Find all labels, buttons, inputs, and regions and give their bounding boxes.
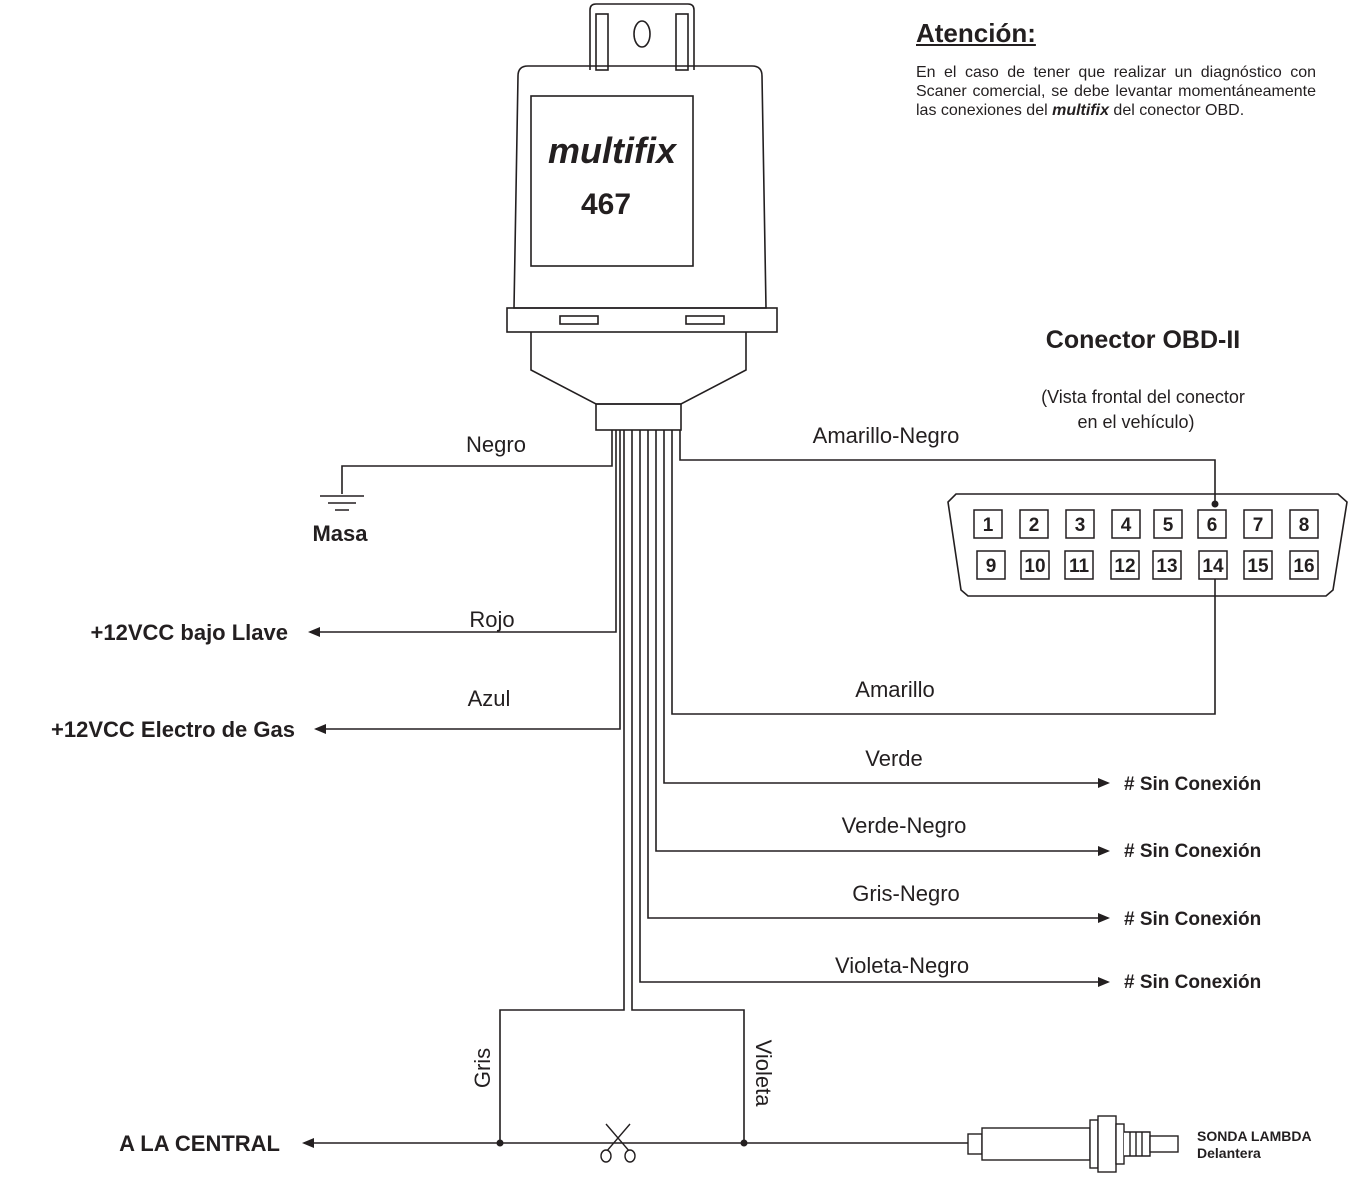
obd-pin-box-7	[1243, 509, 1273, 539]
wire-negro	[341, 430, 613, 494]
obd-pin-box-4	[1111, 509, 1141, 539]
ground-icon	[320, 495, 364, 511]
module-plug	[595, 403, 682, 431]
obd-pin-label-13: 13	[1156, 556, 1177, 577]
obd-pin-box-5	[1153, 509, 1183, 539]
target-central: A LA CENTRAL	[119, 1131, 280, 1156]
wire-rojo	[308, 430, 617, 637]
label-amarillo: Amarillo	[855, 677, 934, 702]
lambda-sensor-icon	[967, 1115, 1179, 1173]
splice-dot-violeta	[740, 1139, 748, 1147]
target-sonda-line2: Delantera	[1197, 1145, 1261, 1161]
obd-pin-label-6: 6	[1207, 515, 1218, 536]
module-brand-logo: multifix	[548, 130, 678, 171]
attention-text: En el caso de tener que realizar un diag…	[916, 63, 1316, 120]
obd-pin-label-9: 9	[986, 556, 997, 577]
obd-pin-label-1: 1	[983, 515, 994, 536]
wire-gris-negro	[647, 430, 1110, 923]
module-connector-neck	[530, 332, 747, 405]
obd-pin-box-2	[1019, 509, 1049, 539]
obd-connector-body	[947, 493, 1348, 597]
obd-pin-box-13	[1152, 550, 1182, 580]
scissors-icon	[600, 1123, 636, 1163]
label-amarillo-negro: Amarillo-Negro	[813, 423, 960, 448]
attention-note: Atención: En el caso de tener que realiz…	[916, 18, 1316, 120]
label-azul: Azul	[468, 686, 511, 711]
obd-pin-box-1	[973, 509, 1003, 539]
obd-pin-box-8	[1289, 509, 1319, 539]
obd-pin-label-8: 8	[1299, 515, 1310, 536]
target-electro-gas: +12VCC Electro de Gas	[51, 717, 295, 742]
attention-brand: multifix	[1052, 102, 1109, 119]
module-housing	[513, 65, 767, 309]
splice-dot-gris	[496, 1139, 504, 1147]
obd-pin-box-12	[1110, 550, 1140, 580]
obd-pin6-dot	[1211, 500, 1219, 508]
obd-pin-box-15	[1243, 550, 1273, 580]
wire-gris	[499, 430, 625, 1143]
obd-pin-box-6	[1197, 509, 1227, 539]
obd-pin-box-16	[1289, 550, 1319, 580]
target-sin-conexion-verde: # Sin Conexión	[1124, 774, 1261, 795]
obd-pin-box-10	[1020, 550, 1050, 580]
label-verde: Verde	[865, 746, 923, 771]
obd-pin-box-14	[1198, 550, 1228, 580]
wire-azul	[314, 430, 621, 734]
obd-pin-box-11	[1064, 550, 1094, 580]
obd-pin-label-2: 2	[1029, 515, 1040, 536]
label-rojo: Rojo	[469, 607, 514, 632]
obd-pin-box-3	[1065, 509, 1095, 539]
obd-pin-label-14: 14	[1202, 556, 1224, 577]
obd-pin-label-12: 12	[1114, 556, 1135, 577]
attention-text-before: En el caso de tener que realizar un diag…	[916, 64, 1316, 119]
module-model: 467	[581, 188, 631, 221]
target-sonda-line1: SONDA LAMBDA	[1197, 1128, 1312, 1144]
obd-subtitle-line2: en el vehículo)	[1077, 412, 1194, 432]
wire-verde	[663, 430, 1110, 788]
obd-pin-label-11: 11	[1069, 556, 1090, 577]
wire-amarillo	[671, 430, 1216, 715]
obd-pin-label-5: 5	[1163, 515, 1174, 536]
wire-violeta	[631, 430, 745, 1143]
obd-pin-label-10: 10	[1024, 556, 1045, 577]
obd-pin-label-15: 15	[1247, 556, 1269, 577]
obd-pin-label-3: 3	[1075, 515, 1086, 536]
attention-text-after: del conector OBD.	[1108, 102, 1245, 119]
obd-pin-box-9	[976, 550, 1006, 580]
label-verde-negro: Verde-Negro	[842, 813, 967, 838]
module-mount-tab	[589, 3, 695, 71]
wire-amarillo-negro	[679, 430, 1216, 504]
module-flange	[506, 307, 778, 333]
wire-violeta-negro	[639, 430, 1110, 987]
obd-title: Conector OBD-II	[1046, 326, 1240, 354]
label-gris-negro: Gris-Negro	[852, 881, 960, 906]
target-sin-conexion-gris-negro: # Sin Conexión	[1124, 909, 1261, 930]
obd-pin-label-4: 4	[1121, 515, 1132, 536]
obd-pin-label-7: 7	[1253, 515, 1264, 536]
attention-title: Atención:	[916, 18, 1036, 48]
label-violeta-negro: Violeta-Negro	[835, 953, 969, 978]
target-sin-conexion-violeta-negro: # Sin Conexión	[1124, 972, 1261, 993]
label-gris: Gris	[470, 1048, 495, 1088]
wire-verde-negro	[655, 430, 1110, 856]
label-negro: Negro	[466, 432, 526, 457]
target-masa: Masa	[312, 521, 368, 546]
obd-pin-label-16: 16	[1293, 556, 1314, 577]
module-label-panel	[530, 95, 694, 267]
target-llave: +12VCC bajo Llave	[91, 620, 288, 645]
target-sin-conexion-verde-negro: # Sin Conexión	[1124, 841, 1261, 862]
obd-subtitle-line1: (Vista frontal del conector	[1041, 387, 1245, 407]
label-violeta: Violeta	[751, 1040, 776, 1108]
